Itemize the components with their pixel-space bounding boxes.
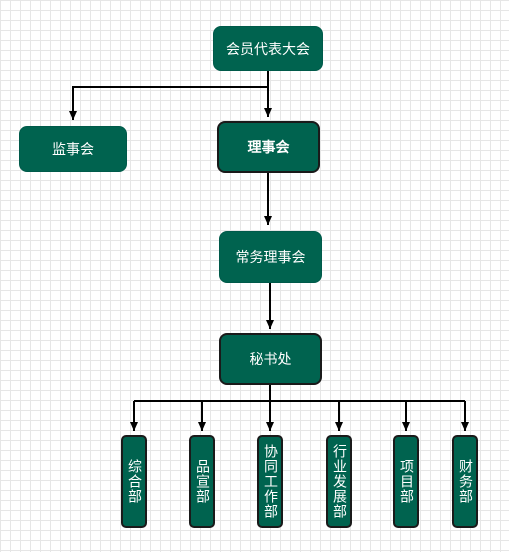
node-secretariat: 秘书处 <box>219 333 322 385</box>
node-dept-branding: 品宣部 <box>189 435 215 528</box>
node-dept-general: 综合部 <box>121 435 147 528</box>
node-supervisory: 监事会 <box>19 126 127 172</box>
node-standing-council: 常务理事会 <box>219 231 322 283</box>
node-dept-finance: 财务部 <box>452 435 478 528</box>
node-dept-general-label: 综合部 <box>126 459 142 504</box>
node-dept-collaboration: 协同工作部 <box>257 435 283 528</box>
node-congress: 会员代表大会 <box>213 26 323 71</box>
node-standing-council-label: 常务理事会 <box>235 250 306 266</box>
node-dept-industry-label: 行业发展部 <box>331 444 347 519</box>
node-council: 理事会 <box>217 121 320 173</box>
node-dept-collaboration-label: 协同工作部 <box>262 444 278 519</box>
node-secretariat-label: 秘书处 <box>249 352 292 368</box>
node-dept-industry: 行业发展部 <box>326 435 352 528</box>
node-dept-branding-label: 品宣部 <box>194 459 210 504</box>
edge-congress-to-supervisory <box>69 71 269 120</box>
node-council-label: 理事会 <box>247 140 290 156</box>
node-dept-finance-label: 财务部 <box>457 459 473 504</box>
node-congress-label: 会员代表大会 <box>226 41 310 58</box>
node-dept-projects-label: 项目部 <box>398 459 414 504</box>
edge-secretariat-to-branches <box>134 385 465 402</box>
node-supervisory-label: 监事会 <box>52 142 94 158</box>
node-dept-projects: 项目部 <box>393 435 419 528</box>
